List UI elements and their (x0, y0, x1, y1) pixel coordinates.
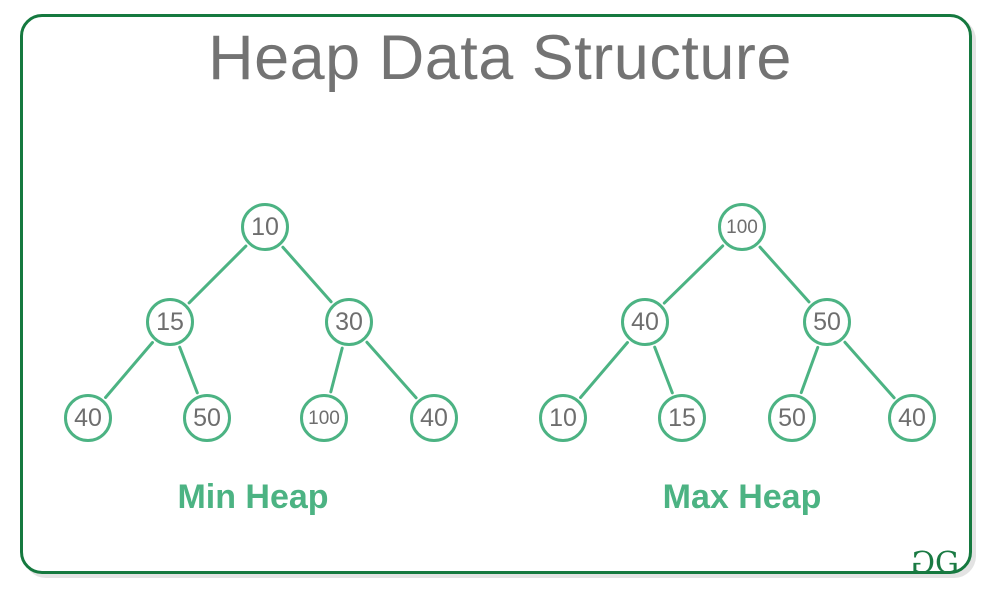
heap-label-min-heap: Min Heap (177, 478, 329, 516)
tree-node: 40 (888, 394, 936, 442)
tree-node: 50 (768, 394, 816, 442)
heap-label-max-heap: Max Heap (662, 478, 822, 516)
tree-node: 100 (718, 203, 766, 251)
page-title: Heap Data Structure (208, 23, 792, 93)
geeksforgeeks-logo: GG (912, 546, 959, 581)
tree-node: 40 (64, 394, 112, 442)
outer-frame (20, 14, 972, 574)
tree-node: 10 (241, 203, 289, 251)
logo-left-glyph: G (912, 546, 936, 581)
tree-node: 15 (658, 394, 706, 442)
tree-node: 30 (325, 298, 373, 346)
tree-node: 50 (183, 394, 231, 442)
tree-node: 40 (410, 394, 458, 442)
tree-node: 10 (539, 394, 587, 442)
tree-node: 100 (300, 394, 348, 442)
logo-right-glyph: G (935, 546, 959, 581)
tree-node: 50 (803, 298, 851, 346)
tree-node: 40 (621, 298, 669, 346)
tree-node: 15 (146, 298, 194, 346)
